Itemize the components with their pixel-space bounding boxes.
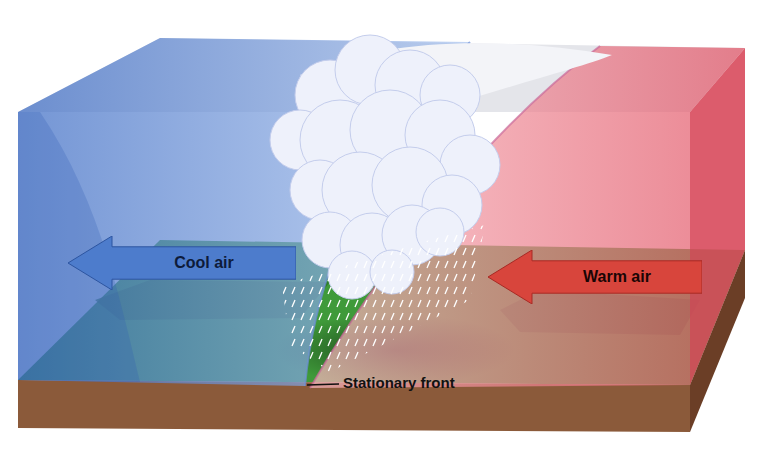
air-arrow: Warm air (488, 250, 702, 304)
leader-line (307, 384, 339, 385)
warm-air-side (690, 48, 745, 385)
arrow-outline (68, 236, 296, 290)
rain (282, 225, 485, 372)
front-label: Stationary front (343, 374, 455, 392)
arrow-outline (488, 250, 702, 304)
air-label: Cool air (174, 253, 234, 272)
air-label: Warm air (583, 267, 651, 286)
air-arrow: Cool air (68, 236, 296, 290)
